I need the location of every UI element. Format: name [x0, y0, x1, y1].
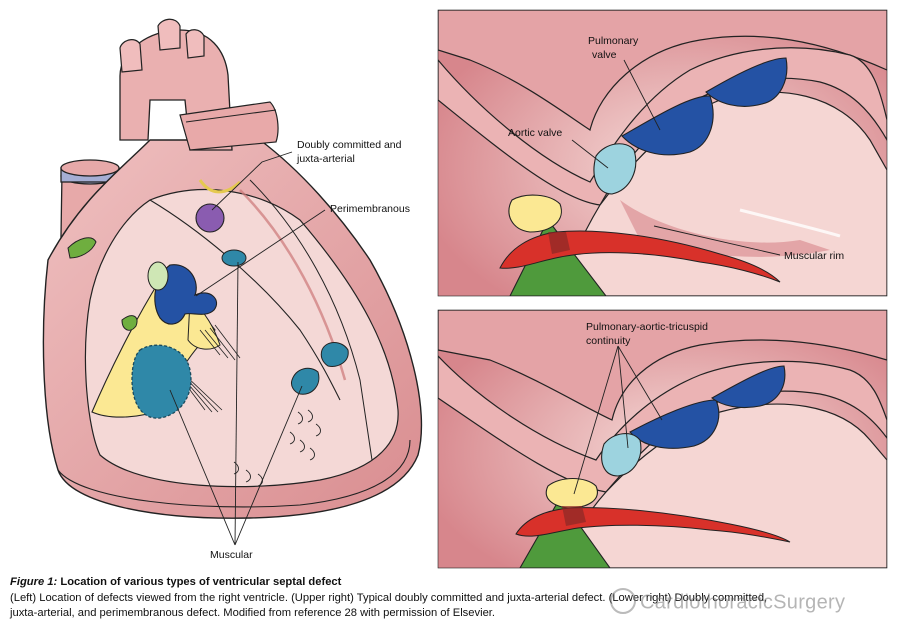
- leader-aortic-valve: [571, 139, 609, 169]
- upper-aortic-cusp: [593, 143, 637, 195]
- leader-pat-1: [573, 345, 619, 495]
- caption-body-line2: juxta-arterial, and perimembranous defec…: [10, 607, 496, 619]
- muscular-vsd-apical-1: [291, 367, 320, 395]
- caption-title: Location of various types of ventricular…: [60, 576, 342, 588]
- label-aortic-valve: Aortic valve: [508, 127, 562, 139]
- watermark: CardiothoracicSurgery: [610, 588, 846, 616]
- heart-illustration: [42, 18, 423, 519]
- label-muscular: Muscular: [210, 549, 253, 561]
- green-patch-left: [67, 237, 97, 259]
- caption-figure-label: Figure 1:: [10, 576, 58, 588]
- membranous-septum: [147, 261, 169, 291]
- leader-pulmonary-valve: [623, 59, 661, 131]
- lower-aortic-cusp: [601, 433, 642, 477]
- lower-pulmonary-cusp-1: [629, 399, 720, 449]
- muscular-vsd-apical-2: [320, 342, 349, 367]
- doubly-committed-vsd: [195, 203, 225, 233]
- leader-muscular-2: [234, 261, 239, 546]
- figure-caption: Figure 1: Location of various types of v…: [10, 575, 890, 622]
- perimembranous-vsd: [154, 264, 218, 325]
- leader-pat-2: [617, 345, 629, 449]
- leader-pat-3: [617, 345, 663, 421]
- upper-tricuspid: [508, 194, 562, 233]
- caption-body-line1: (Left) Location of defects viewed from t…: [10, 591, 768, 604]
- left-panel-leaders: [169, 151, 326, 546]
- leader-muscular-rim: [653, 225, 781, 256]
- lower-pulmonary-cusp-2: [711, 365, 786, 409]
- label-muscular-rim: Muscular rim: [784, 250, 844, 262]
- lower-tricuspid: [545, 477, 598, 509]
- leader-doubly-committed: [211, 151, 293, 211]
- muscular-vsd-mid: [221, 249, 247, 267]
- lower-right-panel: [438, 310, 887, 568]
- leader-perimembranous: [195, 209, 326, 297]
- upper-red-band: [499, 230, 781, 283]
- watermark-text: CardiothoracicSurgery: [640, 591, 846, 614]
- upper-right-panel: [438, 10, 887, 296]
- pulmonary-artery-root: [179, 101, 279, 151]
- upper-pulmonary-cusp-1: [621, 95, 714, 156]
- leader-muscular-1: [169, 389, 236, 546]
- leader-muscular-3: [234, 385, 303, 546]
- label-perimembranous: Perimembranous: [330, 203, 410, 215]
- caption-title-line: Figure 1: Location of various types of v…: [10, 575, 890, 591]
- watermark-logo-icon: [610, 588, 636, 614]
- muscular-vsd-large: [131, 344, 192, 419]
- upper-pulmonary-cusp-2: [705, 57, 788, 107]
